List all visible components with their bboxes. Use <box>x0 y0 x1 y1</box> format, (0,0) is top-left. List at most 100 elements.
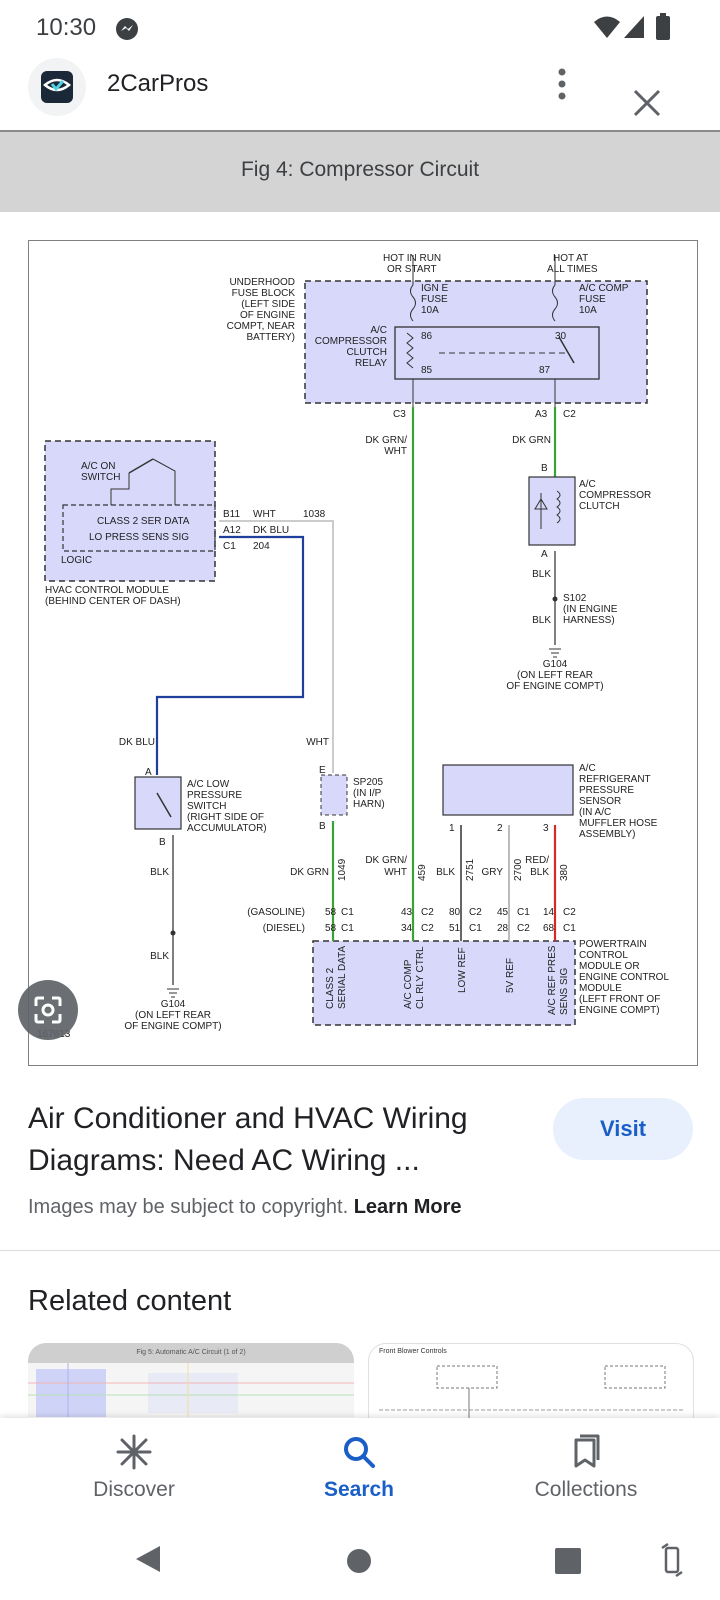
hvac-module-box <box>44 440 216 582</box>
label-pcm-pin: A/C COMP <box>403 959 414 1009</box>
nav-collections[interactable]: Collections <box>506 1432 666 1502</box>
ac-fuse <box>552 284 558 322</box>
g104-ground-2 <box>167 988 179 998</box>
label-g104: OF ENGINE COMPT) <box>506 681 603 692</box>
status-time: 10:30 <box>36 14 97 41</box>
close-icon[interactable] <box>630 86 664 120</box>
recents-icon[interactable] <box>554 1547 582 1575</box>
label-red-blk: RED/ <box>525 855 549 866</box>
label-pin-a: A <box>541 549 548 560</box>
label-pin: B11 <box>223 509 240 520</box>
discover-icon <box>116 1434 152 1470</box>
label-ac-fuse: 10A <box>579 305 597 316</box>
label-gry: GRY <box>482 867 504 878</box>
thumb-diagram-2 <box>379 1365 683 1418</box>
nav-discover[interactable]: Discover <box>54 1432 214 1502</box>
label-conn: C1 <box>341 907 354 918</box>
logic-box <box>62 504 216 552</box>
label-fuse-block: BATTERY) <box>246 332 295 343</box>
fuse-block-box <box>304 280 648 404</box>
lens-icon <box>34 996 62 1024</box>
label-circuit: 380 <box>559 864 570 881</box>
ac-on-lead-1 <box>110 473 130 505</box>
label-circuit: 1049 <box>337 858 348 881</box>
label-sensor: ASSEMBLY) <box>579 829 636 840</box>
pcm-box <box>312 940 576 1026</box>
more-options-icon[interactable] <box>548 66 576 106</box>
site-logo[interactable] <box>28 58 86 116</box>
label-pcm-pin: LOW REF <box>457 947 468 993</box>
label-dk-grn: DK GRN <box>290 867 329 878</box>
label-g104: OF ENGINE COMPT) <box>124 1021 221 1032</box>
label-conn: C1 <box>469 923 482 934</box>
wiring-diagram[interactable]: HOT IN RUN OR START HOT AT ALL TIMES UND… <box>28 240 698 1066</box>
label-blk: BLK <box>532 569 551 580</box>
clutch-coil <box>556 490 561 524</box>
label-pcm: MODULE <box>579 983 622 994</box>
relay-switch <box>558 336 575 364</box>
label-sensor: (IN A/C <box>579 807 611 818</box>
label-conn: C1 <box>341 923 354 934</box>
rotate-icon[interactable] <box>660 1542 684 1578</box>
label-red-blk: BLK <box>530 867 549 878</box>
related-content-title: Related content <box>28 1285 232 1317</box>
label-pcm: ENGINE COMPT) <box>579 1005 660 1016</box>
lens-button[interactable] <box>18 980 78 1040</box>
label-gas-pin: 80 <box>449 907 461 918</box>
home-icon[interactable] <box>346 1548 372 1574</box>
label-g104: G104 <box>161 999 186 1010</box>
label-dkgrn-wht: DK GRN/ <box>365 855 407 866</box>
copyright-text: Images may be subject to copyright. <box>28 1196 349 1218</box>
label-lps: SWITCH <box>187 801 226 812</box>
label-blk: BLK <box>436 867 455 878</box>
label-clutch: CLUTCH <box>579 501 620 512</box>
label-blk: BLK <box>150 867 169 878</box>
label-pcm-pin: A/C REF PRES <box>547 945 558 1015</box>
label-sensor: PRESSURE <box>579 785 634 796</box>
label-dk-blu: DK BLU <box>253 525 289 536</box>
label-pcm: CONTROL <box>579 950 628 961</box>
label-lps: (RIGHT SIDE OF <box>187 812 264 823</box>
label-diesel-pin: 58 <box>325 923 337 934</box>
ign-fuse <box>410 284 416 322</box>
label-connector: A3 <box>535 409 548 420</box>
label-pcm-pin: CL RLY CTRL <box>415 946 426 1009</box>
s102-dot-1 <box>552 596 558 602</box>
thumb-diagram-1 <box>28 1363 354 1417</box>
label-blk: BLK <box>532 615 551 626</box>
label-gas-pin: 43 <box>401 907 413 918</box>
relay-coil <box>406 332 414 369</box>
visit-button[interactable]: Visit <box>553 1098 693 1160</box>
label-conn: C1 <box>517 907 530 918</box>
ac-on-switch <box>128 458 154 474</box>
label-connector: C3 <box>393 409 406 420</box>
related-thumbnail-1[interactable]: Fig 5: Automatic A/C Circuit (1 of 2) <box>28 1343 354 1417</box>
label-dk-blu: DK BLU <box>119 737 155 748</box>
system-navigation <box>0 1518 720 1600</box>
label-g104: G104 <box>543 659 568 670</box>
label-fuse-block: OF ENGINE <box>240 310 295 321</box>
learn-more-link[interactable]: Learn More <box>353 1196 462 1218</box>
label-conn: C2 <box>517 923 530 934</box>
eye-logo-icon <box>43 78 71 92</box>
label-sensor: SENSOR <box>579 796 621 807</box>
label-pcm-pin: CLASS 2 <box>325 967 336 1009</box>
label-ign-fuse: 10A <box>421 305 439 316</box>
section-divider <box>0 1250 720 1251</box>
nav-collections-label: Collections <box>534 1478 638 1501</box>
low-pressure-switch <box>134 776 182 830</box>
label-all-times: ALL TIMES <box>547 264 598 275</box>
signal-icon <box>624 16 644 38</box>
label-pcm: MODULE OR <box>579 961 640 972</box>
label-relay: RELAY <box>355 358 387 369</box>
result-title[interactable]: Air Conditioner and HVAC Wiring Diagrams… <box>28 1102 468 1177</box>
g104-ground-1 <box>549 648 561 658</box>
related-thumbnail-2[interactable]: Front Blower Controls <box>368 1343 694 1419</box>
lps-contact <box>156 792 172 818</box>
nav-search[interactable]: Search <box>279 1432 439 1502</box>
label-pin: 85 <box>421 365 433 376</box>
label-pcm: POWERTRAIN <box>579 939 647 950</box>
label-pin: C1 <box>223 541 236 552</box>
label-pin: 86 <box>421 331 433 342</box>
back-icon[interactable] <box>134 1544 162 1574</box>
